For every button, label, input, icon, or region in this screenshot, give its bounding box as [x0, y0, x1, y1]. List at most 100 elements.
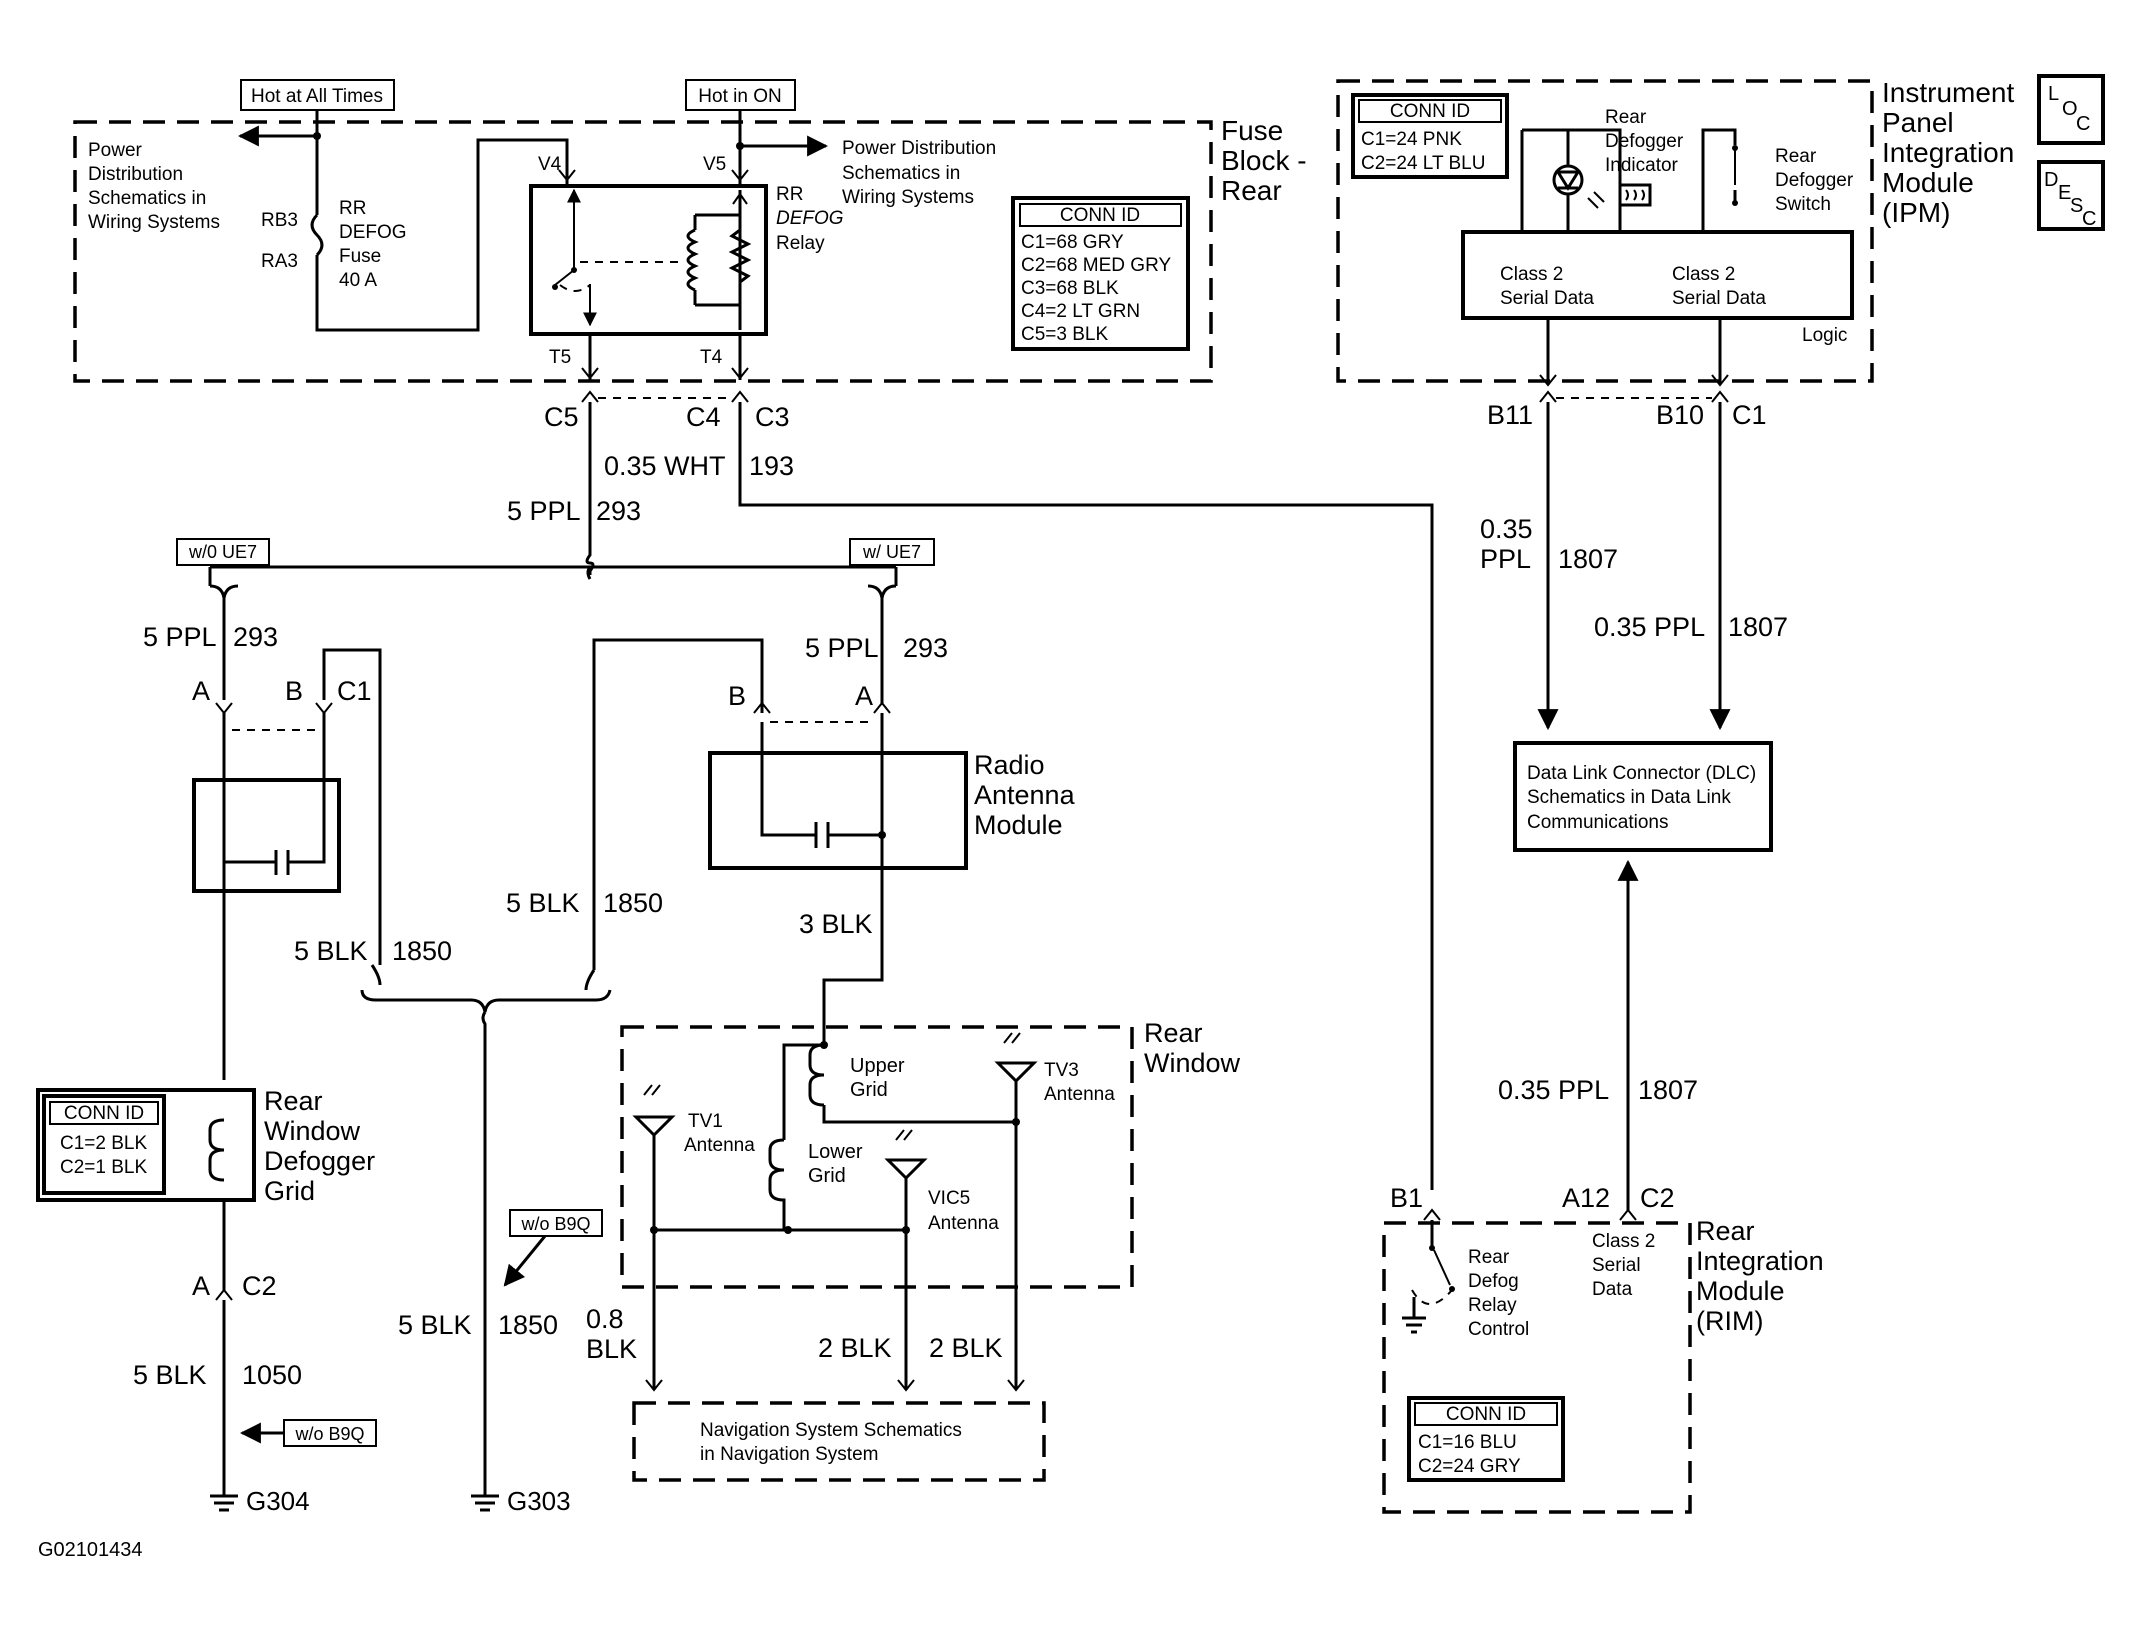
diagram-label: 193: [749, 451, 794, 481]
diagram-label: in Navigation System: [700, 1444, 878, 1465]
diagram-label: Fuse: [339, 246, 381, 267]
diagram-label: C: [2082, 208, 2096, 230]
diagram-label: 0.35 PPL: [1498, 1075, 1609, 1105]
hot-at-all-times-tag: Hot at All Times: [240, 79, 395, 111]
diagram-label: C4=2 LT GRN: [1021, 301, 1140, 322]
diagram-label: C5: [544, 402, 579, 432]
diagram-label: A12: [1562, 1183, 1610, 1213]
diagram-label: C3=68 BLK: [1021, 278, 1119, 299]
diagram-label: Fuse: [1221, 115, 1283, 146]
diagram-label: w/o B9Q: [294, 1424, 364, 1444]
diagram-label: DEFOG: [339, 222, 407, 243]
diagram-label: 40 A: [339, 270, 377, 291]
diagram-label: Communications: [1527, 812, 1669, 833]
diagram-label: Serial: [1592, 1255, 1641, 1276]
fuse-connectors: C5 C4 C3 0.35 WHT 193 5 PPL 293: [507, 390, 794, 526]
diagram-label: E: [2058, 182, 2071, 204]
diagram-label: C5=3 BLK: [1021, 324, 1108, 345]
diagram-label: Integration: [1696, 1246, 1824, 1276]
diagram-label: Lower: [808, 1141, 863, 1163]
w-ue7-tag: w/ UE7: [849, 538, 935, 566]
diagram-label: L: [2048, 83, 2059, 105]
diagram-label: 1850: [392, 936, 452, 966]
diagram-label: 0.35 WHT: [604, 451, 726, 481]
diagram-label: 1850: [498, 1310, 558, 1340]
radio-antenna-branch: 5 PPL 293 B A Radio Antenna Module 5 BLK…: [506, 584, 1076, 1020]
wo-b9q-tag-lower: w/o B9Q: [283, 1419, 377, 1447]
diagram-label: Schematics in Data Link: [1527, 787, 1731, 808]
diagram-label: RR: [339, 198, 366, 219]
diagram-label: B11: [1487, 400, 1533, 430]
diagram-label: Antenna: [974, 780, 1076, 810]
diagram-label: G304: [246, 1486, 310, 1516]
diagram-label: C1=24 PNK: [1361, 129, 1462, 150]
diagram-label: S: [2070, 195, 2083, 217]
diagram-label: CONN ID: [1390, 101, 1470, 122]
diagram-label: Power Distribution: [842, 138, 996, 159]
rr-defog-relay: RR DEFOG Relay: [529, 180, 844, 336]
diagram-label: 1807: [1728, 612, 1788, 642]
hot-in-on-tag: Hot in ON: [685, 79, 796, 111]
diagram-label: Module: [974, 810, 1063, 840]
diagram-label: Hot in ON: [698, 86, 781, 107]
ground-g303: G303: [471, 1486, 571, 1516]
wo-b9q-tag-upper: w/o B9Q: [509, 1209, 603, 1237]
diagram-label: G303: [507, 1486, 571, 1516]
diagram-label: Defogger: [1605, 131, 1684, 152]
diagram-label: Panel: [1882, 107, 1954, 138]
tv3-antenna: TV3 Antenna: [994, 1032, 1115, 1380]
diagram-label: 5 BLK: [294, 936, 368, 966]
diagram-label: Grid: [808, 1165, 846, 1187]
diagram-label: Navigation System Schematics: [700, 1420, 962, 1441]
fuse-block-rear: Hot at All Times Hot in ON RB3 RA3 RR DE…: [73, 79, 1307, 383]
diagram-label: A: [192, 676, 210, 706]
desc-icon[interactable]: D E S C: [2037, 160, 2105, 231]
power-distribution-left: Power Distribution Schematics in Wiring …: [88, 140, 220, 233]
diagram-label: B: [285, 676, 303, 706]
fuse-block-conn-id: CONN ID C1=68 GRY C2=68 MED GRY C3=68 BL…: [1011, 196, 1190, 351]
diagram-label: C3: [755, 402, 790, 432]
diagram-label: C1: [1732, 400, 1767, 430]
diagram-label: Rear: [1775, 146, 1817, 167]
diagram-label: Radio: [974, 750, 1045, 780]
vic5-antenna: VIC5 Antenna: [884, 1129, 999, 1380]
diagram-label: CONN ID: [1446, 1404, 1526, 1425]
diagram-label: Grid: [850, 1079, 888, 1101]
loc-icon[interactable]: L O C: [2037, 74, 2105, 145]
diagram-label: 1807: [1638, 1075, 1698, 1105]
diagram-label: PPL: [1480, 544, 1531, 574]
diagram-label: RB3: [261, 210, 298, 231]
wo-ue7-tag: w/0 UE7: [176, 538, 270, 566]
rim-conn-id: CONN ID C1=16 BLU C2=24 GRY: [1407, 1396, 1565, 1482]
diagram-label: C1=68 GRY: [1021, 232, 1124, 253]
diagram-label: Rear: [264, 1086, 323, 1116]
diagram-label: 1807: [1558, 544, 1618, 574]
diagram-label: 293: [903, 633, 948, 663]
diagram-label: 2 BLK: [818, 1333, 892, 1363]
diagram-label: V5: [703, 154, 726, 175]
diagram-label: Wiring Systems: [842, 187, 974, 208]
diagram-label: Defogger: [1775, 170, 1854, 191]
diagram-label: Relay: [776, 233, 825, 254]
diagram-label: Rear: [1221, 175, 1282, 206]
diagram-label: 5 BLK: [506, 888, 580, 918]
diagram-label: 5 PPL: [143, 622, 217, 652]
diagram-label: Distribution: [88, 164, 183, 185]
diagram-label: B: [728, 681, 746, 711]
diagram-label: Data: [1592, 1279, 1633, 1300]
diagram-label: Instrument: [1882, 77, 2014, 108]
diagram-label: Class 2: [1592, 1231, 1655, 1252]
diagram-label: Indicator: [1605, 155, 1679, 176]
figure-id: G02101434: [38, 1539, 143, 1561]
instrument-panel-integration-module: CONN ID C1=24 PNK C2=24 LT BLU Rear Defo…: [1336, 77, 2014, 387]
diagram-label: B10: [1656, 400, 1704, 430]
diagram-label: C2=1 BLK: [60, 1157, 147, 1178]
diagram-label: Rear: [1468, 1247, 1510, 1268]
diagram-label: (IPM): [1882, 197, 1950, 228]
diagram-label: (RIM): [1696, 1306, 1763, 1336]
diagram-label: 293: [596, 496, 641, 526]
diagram-label: Class 2: [1672, 264, 1735, 285]
diagram-label: A: [192, 1271, 210, 1301]
diagram-label: 5 BLK: [398, 1310, 472, 1340]
